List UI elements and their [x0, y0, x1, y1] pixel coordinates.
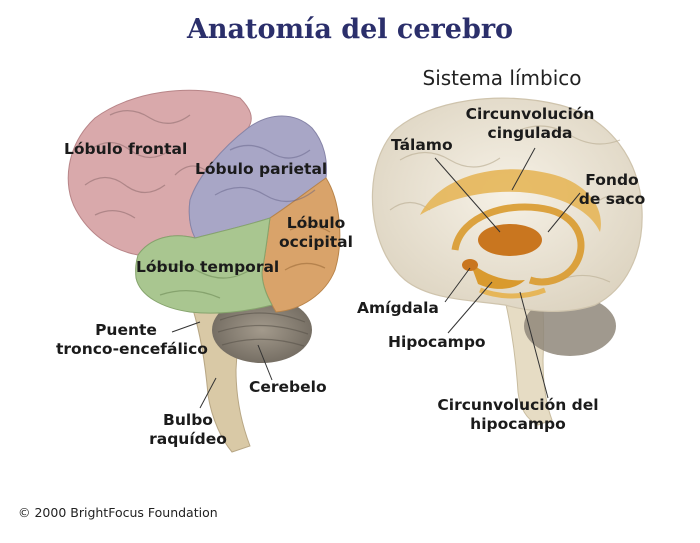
label-occipital-lobe: Lóbulo occipital — [276, 214, 356, 252]
label-parietal-lobe: Lóbulo parietal — [195, 160, 328, 178]
label-fornix-line1: Fondo — [585, 171, 639, 189]
cingulate-gyrus — [420, 169, 601, 232]
label-pons-line1: Puente — [95, 321, 157, 339]
label-cerebellum: Cerebelo — [249, 378, 327, 396]
label-occipital-line1: Lóbulo — [286, 214, 346, 232]
label-parahippocampal-line2: hipocampo — [470, 415, 566, 433]
label-parahippocampal-gyrus: Circunvolución del hipocampo — [430, 396, 606, 434]
limbic-system-title: Sistema límbico — [422, 66, 582, 90]
parahippocampal-gyrus — [479, 287, 546, 299]
fornix — [451, 203, 585, 286]
label-occipital-line2: occipital — [279, 233, 353, 251]
limbic-cerebrum — [371, 97, 643, 312]
cerebellum — [212, 297, 312, 363]
label-medulla: Bulbo raquídeo — [140, 411, 236, 449]
label-temporal-lobe: Lóbulo temporal — [136, 258, 280, 276]
hippocampus — [470, 262, 525, 289]
label-cingulate-line1: Circunvolución — [465, 105, 595, 123]
label-fornix-line2: de saco — [578, 190, 646, 208]
lateral-brain — [67, 89, 341, 453]
amygdala — [462, 259, 478, 271]
label-parahippocampal-line1: Circunvolución del — [437, 396, 599, 414]
page-title: Anatomía del cerebro — [186, 14, 514, 45]
label-hippocampus: Hipocampo — [388, 333, 486, 351]
temporal-lobe — [135, 217, 273, 314]
label-medulla-line2: raquídeo — [149, 430, 227, 448]
limbic-brain — [371, 97, 643, 426]
label-pons: Puente tronco-encefálico — [56, 321, 208, 359]
label-thalamus: Tálamo — [391, 136, 453, 154]
copyright-credit: © 2000 BrightFocus Foundation — [18, 505, 218, 520]
label-fornix: Fondo de saco — [572, 171, 652, 209]
label-medulla-line1: Bulbo — [163, 411, 213, 429]
label-amygdala: Amígdala — [357, 299, 439, 317]
label-cingulate-gyrus: Circunvolución cingulada — [456, 105, 604, 143]
label-frontal-lobe: Lóbulo frontal — [64, 140, 188, 158]
label-pons-line2: tronco-encefálico — [56, 340, 208, 358]
label-cingulate-line2: cingulada — [487, 124, 573, 142]
thalamus — [478, 224, 542, 256]
